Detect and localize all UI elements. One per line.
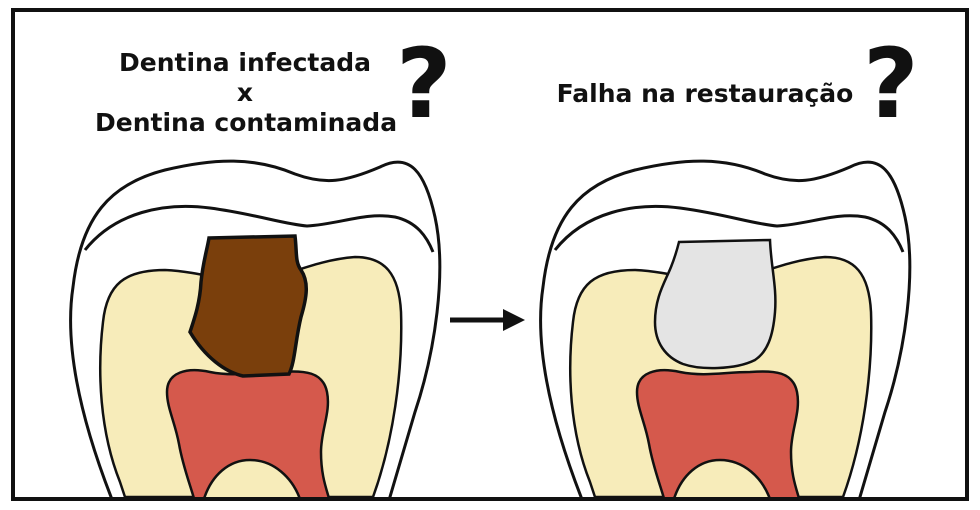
diagram-frame: Dentina infectada x Dentina contaminada … [11, 8, 969, 501]
right-tooth-enamel-inner-line [553, 204, 905, 253]
left-caption-line3: Dentina contaminada [95, 108, 398, 137]
right-tooth [539, 159, 912, 497]
arrow-right-icon [450, 309, 525, 331]
left-tooth-pulp [165, 368, 330, 497]
right-tooth-pulp-gap [673, 458, 771, 497]
right-caption: Falha na restauração [556, 79, 854, 108]
right-tooth-pulp [635, 368, 800, 497]
left-caption-line1: Dentina infectada [118, 48, 371, 77]
left-caption: Dentina infectada x Dentina contaminada [95, 48, 398, 138]
question-mark-icon: ? [396, 28, 452, 140]
left-tooth-pulp-gap [203, 458, 301, 497]
question-mark-icon: ? [863, 28, 919, 140]
left-tooth-enamel-inner-line [83, 204, 435, 253]
left-tooth [69, 159, 442, 497]
left-caption-line2: x [236, 78, 254, 107]
restoration-filling [653, 238, 777, 370]
caries-lesion [188, 234, 308, 378]
teeth-illustration [69, 159, 912, 497]
